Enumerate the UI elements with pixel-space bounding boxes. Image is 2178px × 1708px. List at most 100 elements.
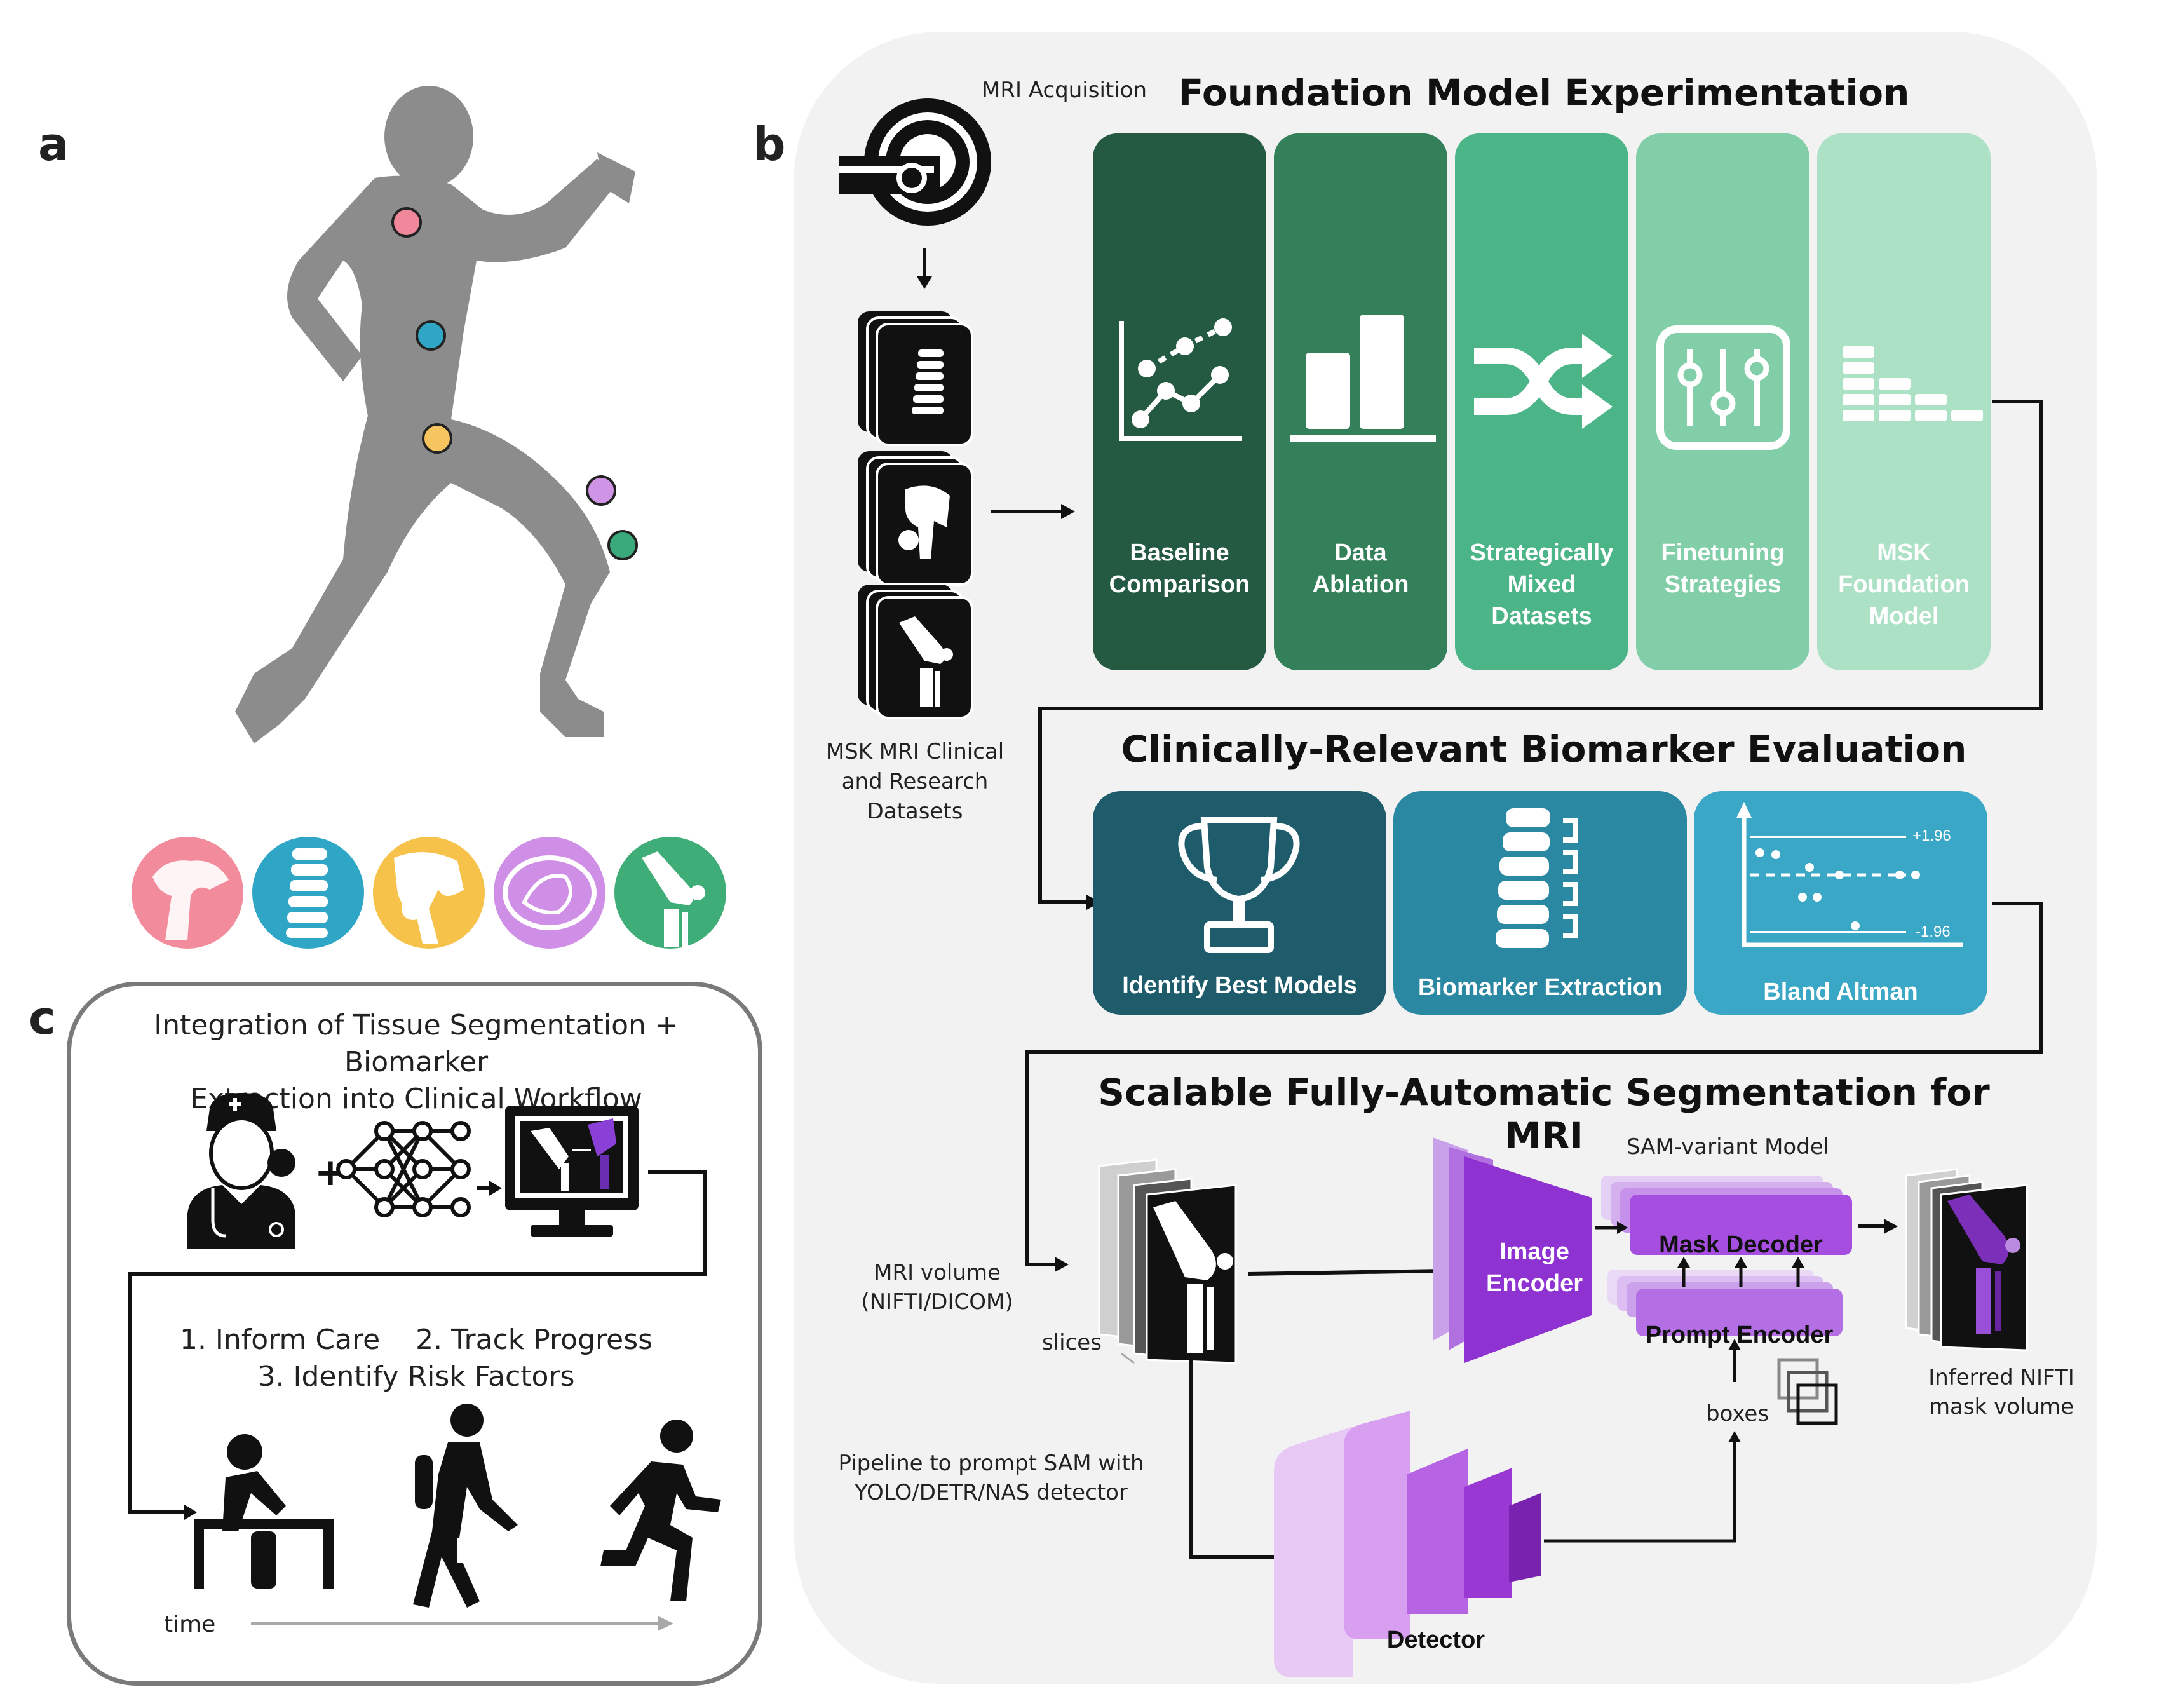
pipeline-caption: Pipeline to prompt SAM with YOLO/DETR/NA…: [820, 1449, 1163, 1507]
shoulder-icon: [132, 837, 243, 949]
neural-network-icon: [336, 1121, 471, 1217]
card3-line1: Strategically: [1470, 539, 1614, 566]
boxes-label: boxes: [1706, 1401, 1769, 1427]
hip-marker: [422, 423, 452, 454]
panel-letter-c: c: [29, 991, 56, 1045]
panel-c-steps-line1: 1. Inform Care 2. Track Progress: [179, 1324, 653, 1356]
prompt-encoder-label: Prompt Encoder: [1645, 1322, 1834, 1348]
mri-volume-line1: MRI volume: [874, 1260, 1001, 1285]
inferred-line1: Inferred NIFTI: [1928, 1365, 2074, 1390]
sam-variant-label: SAM-variant Model: [1627, 1134, 1830, 1160]
card-biomarker-extraction: [1393, 791, 1687, 1015]
bland-altman-plot-icon: [1736, 802, 1963, 947]
shoulder-marker: [391, 207, 422, 238]
section1-title: Foundation Model Experimentation: [1178, 71, 1910, 114]
card4-line2: Strategies: [1664, 571, 1782, 598]
detector-label: Detector: [1386, 1627, 1485, 1653]
knee-upper-marker: [586, 475, 616, 506]
card5-line1: MSK: [1877, 539, 1931, 566]
mri-volume-label: MRI volume (NIFTI/DICOM): [832, 1258, 1042, 1317]
image-encoder-line2: Encoder: [1485, 1270, 1583, 1297]
shuffle-icon: [1474, 334, 1613, 429]
mask-decoder-block: [1601, 1176, 1852, 1255]
card4-line1: Finetuning: [1661, 539, 1785, 566]
walking-patient-icon: [413, 1404, 518, 1608]
mri-volume-line2: (NIFTI/DICOM): [861, 1289, 1013, 1315]
spine-icon: [252, 837, 364, 949]
detector-block: [1274, 1411, 1541, 1678]
bland-altman-lower-limit: -1.96: [1916, 923, 1951, 940]
segmentation-pipeline-graphics: [1098, 1137, 2028, 1678]
spine-marker: [416, 320, 446, 351]
inferred-mask-label: Inferred NIFTI mask volume: [1900, 1363, 2103, 1421]
joint-markers: [391, 207, 638, 560]
datasets-caption-line2: and Research: [841, 769, 989, 794]
panel-c-frame: [67, 982, 762, 1686]
trophy-icon: [1178, 817, 1300, 953]
card3-line3: Datasets: [1491, 603, 1592, 630]
boxes-icon: [1777, 1358, 1838, 1425]
card-finetuning-label: Finetuning Strategies: [1636, 537, 1809, 600]
output-mask-volume: [1905, 1168, 2028, 1352]
knee-lower-marker: [607, 530, 638, 560]
hip-mri-stack: [858, 451, 973, 586]
running-patient-icon: [600, 1420, 721, 1601]
connector-2-to-3: [1025, 902, 2043, 1272]
abdomen-slice-icon: [494, 837, 605, 949]
clinical-workflow-graphics: +: [128, 1093, 721, 1631]
mri-datasets-stack: [858, 248, 1010, 719]
card3-line2: Mixed: [1507, 571, 1576, 598]
knee-icon: [614, 837, 726, 949]
slices-label: slices: [1042, 1330, 1102, 1355]
card5-line2: Foundation: [1838, 571, 1970, 598]
datasets-to-cards-arrow: [991, 504, 1075, 519]
bland-altman-upper-limit: +1.96: [1912, 827, 1951, 844]
runner-silhouette: [235, 86, 635, 743]
image-encoder-block: [1433, 1137, 1592, 1363]
knee-mri-stack: [858, 585, 973, 719]
card-biomarker-extraction-label: Biomarker Extraction: [1417, 974, 1663, 1001]
section2-title: Clinically-Relevant Biomarker Evaluation: [1121, 728, 1967, 771]
pipeline-line2: YOLO/DETR/NAS detector: [855, 1480, 1128, 1505]
section3-title: Scalable Fully-Automatic Segmentation fo…: [1098, 1071, 1990, 1157]
card1-line2: Comparison: [1109, 571, 1250, 598]
card-msk-foundation-label: MSK Foundation Model: [1817, 537, 1991, 632]
rehab-patient-icon: [194, 1434, 334, 1589]
spine-biomarker-icon: [1496, 808, 1578, 948]
hip-icon: [373, 837, 485, 949]
prompt-encoder-block: [1607, 1270, 1843, 1336]
card2-line1: Data: [1334, 539, 1387, 566]
mri-scanner-icon: [839, 98, 991, 226]
panel-letter-b: b: [753, 118, 786, 171]
scatter-plot-icon: [1119, 318, 1242, 441]
panel-letter-a: a: [38, 118, 69, 171]
mask-decoder-label: Mask Decoder: [1659, 1231, 1823, 1258]
datasets-caption-line1: MSK MRI Clinical: [825, 739, 1004, 764]
card5-line3: Model: [1869, 603, 1939, 630]
card-data-ablation-label: Data Ablation: [1274, 537, 1447, 600]
anatomy-icons-row: [132, 837, 726, 949]
bar-chart-icon: [1290, 315, 1436, 442]
panel-c-steps: 1. Inform Care 2. Track Progress 3. Iden…: [89, 1322, 743, 1395]
image-encoder-label: Image Encoder: [1461, 1236, 1607, 1299]
panel-c-steps-line2: 3. Identify Risk Factors: [257, 1360, 575, 1393]
time-label: time: [164, 1611, 216, 1637]
inferred-line2: mask volume: [1928, 1394, 2074, 1420]
card2-line2: Ablation: [1312, 571, 1409, 598]
card1-line1: Baseline: [1130, 539, 1229, 566]
doctor-icon: [187, 1093, 295, 1249]
card-baseline-comparison-label: Baseline Comparison: [1093, 537, 1266, 600]
card-strategically-mixed-label: Strategically Mixed Datasets: [1455, 537, 1628, 632]
datasets-caption-line3: Datasets: [867, 799, 963, 824]
image-encoder-line1: Image: [1499, 1238, 1569, 1265]
pipeline-line1: Pipeline to prompt SAM with: [838, 1451, 1144, 1476]
panel-c-title-line1: Integration of Tissue Segmentation + Bio…: [154, 1009, 679, 1078]
monitor-icon: [505, 1106, 639, 1237]
mri-acquisition-label: MRI Acquisition: [982, 78, 1147, 103]
input-mri-slices: [1098, 1158, 1237, 1364]
spine-mri-stack: [858, 311, 973, 446]
datasets-caption: MSK MRI Clinical and Research Datasets: [804, 737, 1026, 827]
card-bland-altman-label: Bland Altman: [1763, 979, 1918, 1005]
card-identify-best-models-label: Identify Best Models: [1122, 972, 1357, 999]
sliders-icon: [1656, 325, 1790, 450]
